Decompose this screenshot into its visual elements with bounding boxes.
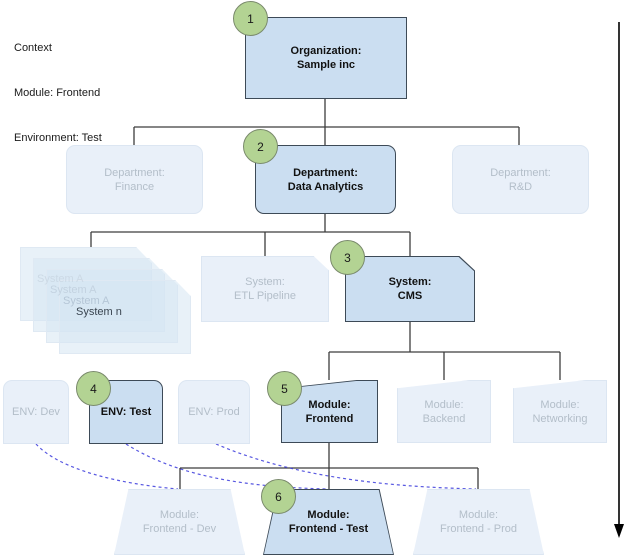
node-label: ENV: Test [100,406,152,418]
node-label: System A [50,284,97,296]
node-department-rd[interactable]: Department: R&D [452,145,589,214]
context-title: Context [14,42,52,54]
node-env-prod[interactable]: ENV: Prod [178,380,250,444]
shape-body [397,380,491,443]
shape-body [201,256,329,322]
node-label: Department: Finance [104,166,165,193]
shape-body [413,489,544,555]
node-module-frontend-prod[interactable]: Module: Frontend - Prod [413,489,544,555]
node-module-frontend[interactable]: Module: Frontend [281,380,378,443]
node-department-data-analytics[interactable]: Department: Data Analytics [255,145,396,214]
badge-1: 1 [233,1,268,36]
system-stack-card-4 [59,280,191,354]
node-label: ENV: Dev [12,406,60,418]
shape-body [114,489,245,555]
node-organization-sample-inc[interactable]: Organization: Sample inc [245,17,407,99]
badge-number: 6 [275,489,282,504]
context-environment: Environment: Test [14,132,102,144]
badge-number: 4 [90,381,97,396]
system-stack-label-3: System A [63,294,109,308]
node-system-cms[interactable]: System: CMS [345,256,475,322]
badge-5: 5 [267,371,302,406]
node-module-networking[interactable]: Module: Networking [513,380,607,443]
link-env-dev [35,443,179,490]
node-label: Organization: Sample inc [290,45,362,71]
node-department-finance[interactable]: Department: Finance [66,145,203,214]
node-env-test[interactable]: ENV: Test [89,380,163,444]
badge-number: 2 [257,139,264,154]
badge-3: 3 [330,240,365,275]
node-label: ENV: Prod [188,406,240,418]
badge-2: 2 [243,129,278,164]
node-label: Department: R&D [490,166,551,193]
environment-progression-arrow [614,22,624,538]
context-block: Context Module: Frontend Environment: Te… [14,11,102,176]
badge-number: 5 [281,381,288,396]
link-env-test [125,443,328,490]
node-label: System A [37,273,84,285]
badge-number: 1 [247,11,254,26]
node-label: System A [63,295,110,307]
node-module-backend[interactable]: Module: Backend [397,380,491,443]
node-system-etl-pipeline[interactable]: System: ETL Pipeline [201,256,329,322]
node-label: System n [76,306,122,318]
badge-number: 3 [344,250,351,265]
system-stack-label-4: System n [76,305,122,319]
node-label: Department: Data Analytics [287,166,364,193]
system-stack-label-1: System A [37,272,83,286]
link-env-prod [215,443,477,490]
node-system-stack[interactable]: System A System A System A System n [20,247,191,354]
system-stack-label-2: System A [50,283,96,297]
node-module-frontend-dev[interactable]: Module: Frontend - Dev [114,489,245,555]
node-env-dev[interactable]: ENV: Dev [3,380,69,444]
shape-body [513,380,607,443]
shape-fill [346,257,474,321]
context-module: Module: Frontend [14,87,101,99]
badge-4: 4 [76,371,111,406]
badge-6: 6 [261,479,296,514]
